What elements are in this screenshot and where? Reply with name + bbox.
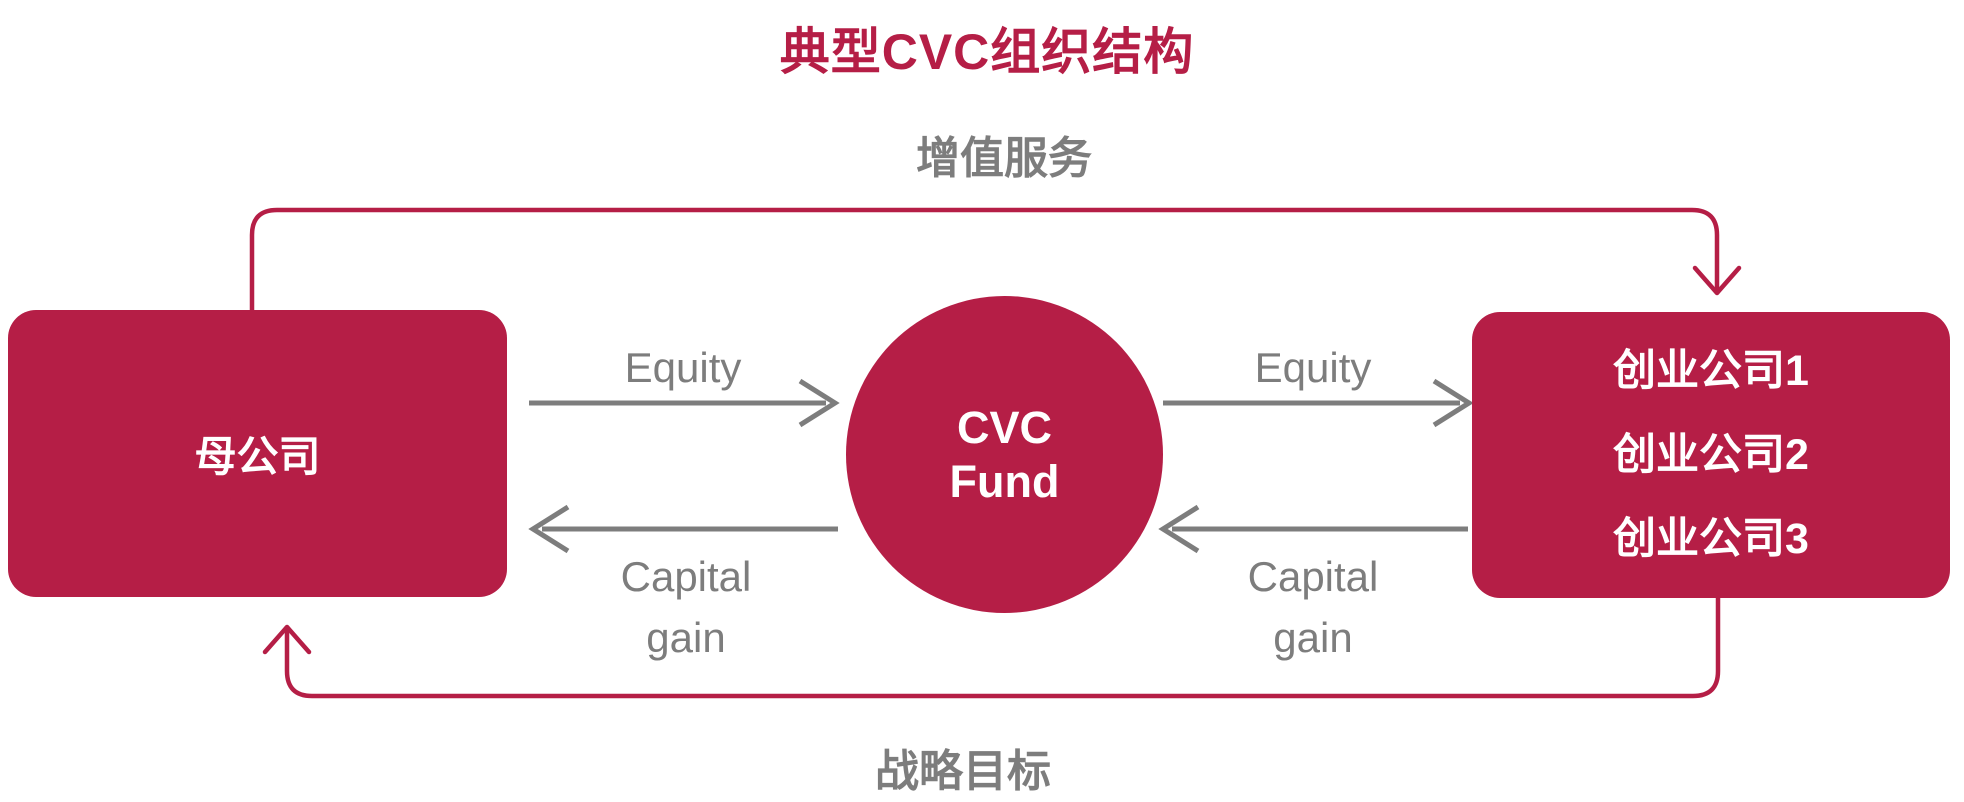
diagram-title: 典型CVC组织结构 bbox=[779, 24, 1195, 80]
value-added-loop-arrowhead-icon bbox=[1692, 265, 1742, 296]
capital-gain-right-line1: Capital bbox=[1247, 553, 1379, 600]
node-startup-companies: 创业公司1 创业公司2 创业公司3 bbox=[1472, 312, 1950, 598]
startup-company-1-label: 创业公司1 bbox=[1613, 346, 1809, 395]
capital-gain-right-line2: gain bbox=[1273, 613, 1353, 661]
value-added-loop-line bbox=[249, 207, 1720, 313]
node-cvc-fund: CVC Fund bbox=[846, 296, 1163, 613]
equity-left-arrowhead-icon bbox=[798, 378, 840, 428]
capital-gain-left-arrowhead-icon bbox=[528, 504, 570, 554]
cvc-fund-label-line2: Fund bbox=[949, 455, 1060, 507]
strategic-loop-line bbox=[284, 595, 1721, 699]
value-added-services-label: 增值服务 bbox=[916, 134, 1092, 183]
capital-gain-left-label: Capital gain bbox=[621, 547, 752, 669]
capital-gain-left-line2: gain bbox=[646, 613, 726, 661]
parent-company-label: 母公司 bbox=[194, 433, 321, 480]
capital-gain-right-label: Capital gain bbox=[1248, 547, 1379, 669]
capital-gain-left-line1: Capital bbox=[620, 553, 752, 600]
startup-company-3-label: 创业公司3 bbox=[1613, 514, 1809, 563]
node-parent-company: 母公司 bbox=[8, 310, 507, 597]
equity-right-label: Equity bbox=[1254, 344, 1372, 391]
equity-left-label: Equity bbox=[624, 344, 742, 391]
capital-gain-right-arrowhead-icon bbox=[1158, 504, 1200, 554]
strategic-goals-label: 战略目标 bbox=[875, 747, 1051, 796]
cvc-fund-label-line1: CVC bbox=[956, 401, 1052, 453]
strategic-loop-arrowhead-icon bbox=[262, 624, 312, 655]
equity-right-arrowhead-icon bbox=[1432, 378, 1474, 428]
startup-company-2-label: 创业公司2 bbox=[1613, 430, 1809, 479]
